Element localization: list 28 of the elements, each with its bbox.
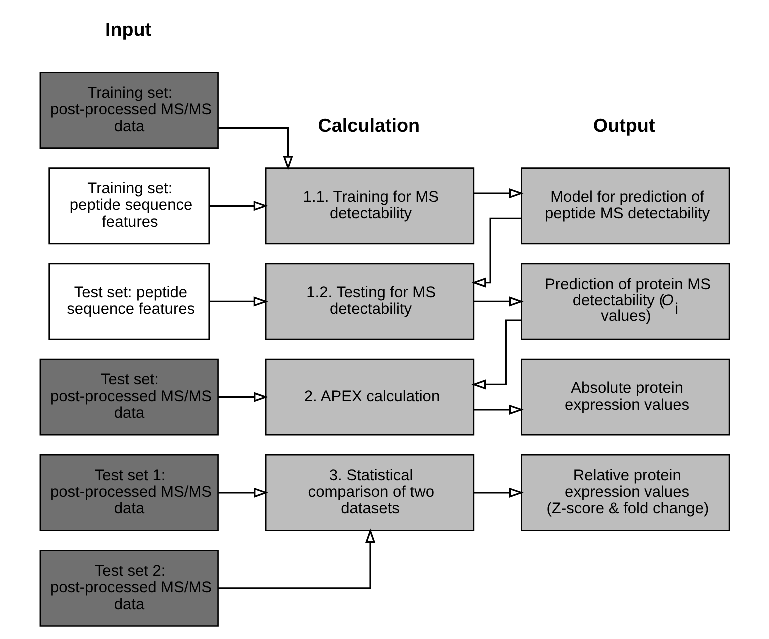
arrow bbox=[471, 218, 522, 288]
label: Output bbox=[592, 116, 655, 137]
node-box: Training set: peptide sequence features bbox=[48, 168, 210, 245]
node-box: Model for prediction of peptide MS detectability bbox=[520, 168, 730, 245]
node-box: Training set: post-processed MS/MS data bbox=[39, 72, 218, 149]
node-box: Test set: peptide sequence features bbox=[48, 263, 210, 340]
node-box: Test set: post-processed MS/MS data bbox=[39, 358, 218, 436]
label: Input bbox=[104, 20, 152, 42]
arrow bbox=[473, 404, 524, 415]
node-box: Absolute protein expression values bbox=[520, 358, 730, 436]
label: Calculation bbox=[318, 116, 420, 137]
arrow bbox=[473, 488, 524, 498]
arrow bbox=[471, 320, 521, 390]
arrow bbox=[209, 296, 268, 307]
node-box: 2. APEX calculation bbox=[264, 358, 474, 436]
arrow bbox=[473, 296, 524, 307]
arrow bbox=[218, 128, 293, 171]
node-box: 1.2. Testing for MS detectability bbox=[264, 263, 474, 340]
arrow bbox=[218, 528, 376, 590]
arrow bbox=[218, 392, 268, 402]
arrow bbox=[473, 188, 524, 199]
node-box: Test set 1: post-processed MS/MS data bbox=[39, 454, 218, 532]
node-box: 3. Statistical comparison of two datasets bbox=[264, 454, 474, 532]
node-box: 1.1. Training for MS detectability bbox=[264, 168, 474, 245]
arrow bbox=[218, 488, 268, 498]
node-box: Relative protein expression values (Z-score & fold change) bbox=[520, 454, 730, 532]
arrow bbox=[209, 201, 268, 212]
node-box: Test set 2: post-processed MS/MS data bbox=[39, 550, 218, 627]
